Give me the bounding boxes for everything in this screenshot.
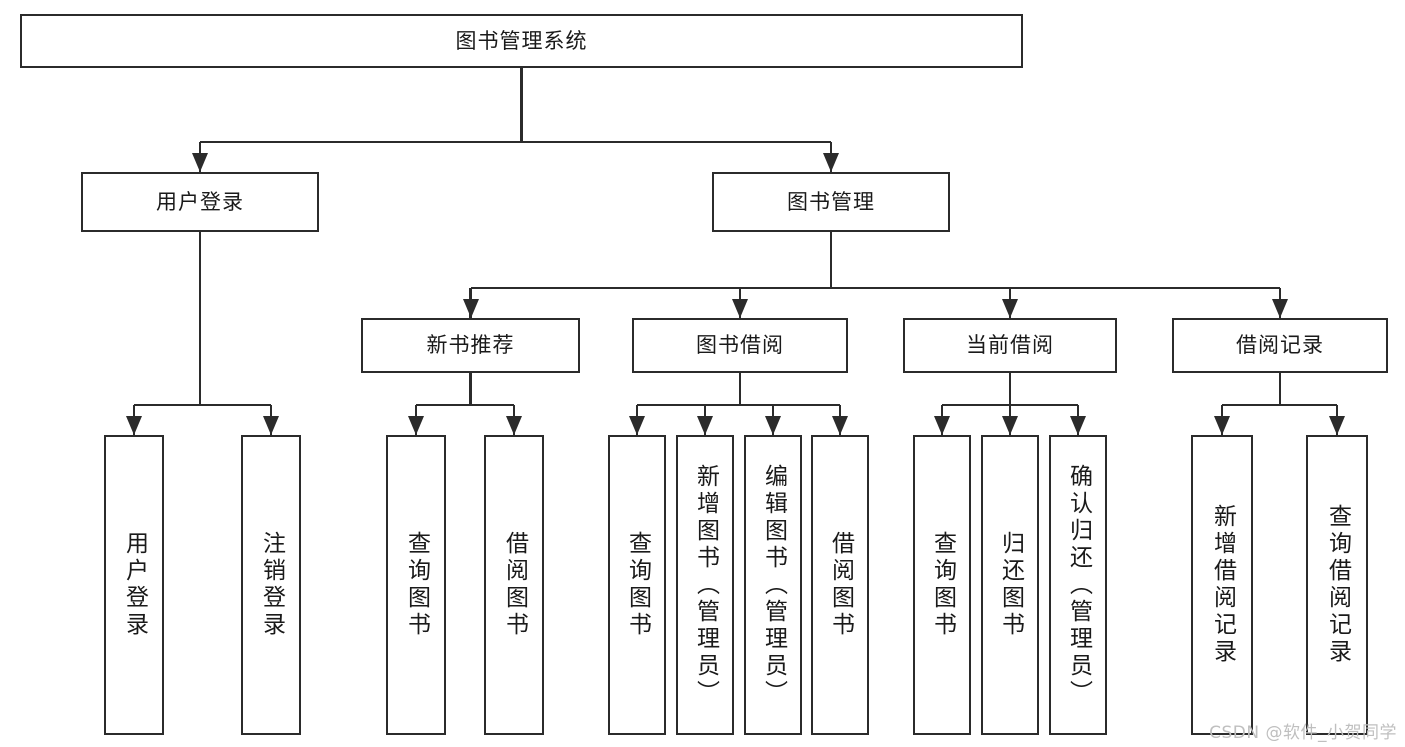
node-label-leaf-add-borrow-record: 新增借阅记录: [1209, 504, 1236, 666]
node-label-current-borrow: 当前借阅: [966, 333, 1054, 358]
node-leaf-query-borrow-record: 查询借阅记录: [1306, 435, 1368, 735]
arrow-head-icon-current-borrow: [1002, 299, 1018, 318]
arrow-head-icon-book-borrow: [732, 299, 748, 318]
csdn-watermark: CSDN @软件_小贺同学: [1209, 723, 1397, 743]
node-label-leaf-edit-book: 编辑图书（管理员）: [760, 463, 787, 707]
node-label-leaf-query-borrow-record: 查询借阅记录: [1324, 504, 1351, 666]
node-label-user-login: 用户登录: [156, 189, 244, 214]
connector-stem-current-borrow: [1008, 373, 1012, 405]
arrow-head-icon-leaf-add-book: [697, 416, 713, 435]
arrow-head-icon-leaf-query-book-3: [934, 416, 950, 435]
connector-bus-new-book-recommend: [416, 403, 514, 407]
connector-bus-user-login: [134, 403, 271, 407]
node-label-new-book-recommend: 新书推荐: [426, 333, 515, 358]
connector-stem-book-management: [829, 232, 833, 288]
arrow-head-icon-leaf-add-borrow-record: [1214, 416, 1230, 435]
node-label-leaf-borrow-book-1: 借阅图书: [501, 531, 528, 639]
node-leaf-add-borrow-record: 新增借阅记录: [1191, 435, 1253, 735]
arrow-head-icon-leaf-user-login: [126, 416, 142, 435]
arrow-head-icon-leaf-return-book: [1002, 416, 1018, 435]
connector-bus-book-management: [470, 286, 1280, 290]
arrow-head-icon-leaf-user-logout: [263, 416, 279, 435]
node-leaf-query-book-1: 查询图书: [386, 435, 446, 735]
connector-stem-new-book-recommend: [469, 373, 472, 405]
node-leaf-query-book-3: 查询图书: [913, 435, 971, 735]
arrow-head-icon-leaf-query-book-2: [629, 416, 645, 435]
node-label-book-management: 图书管理: [787, 189, 875, 214]
arrow-head-icon-leaf-borrow-book-1: [506, 416, 522, 435]
arrow-head-icon-new-book-recommend: [462, 299, 479, 318]
connector-stem-borrow-record: [1278, 373, 1282, 405]
connector-stem-root: [520, 68, 523, 142]
node-label-leaf-add-book: 新增图书（管理员）: [692, 463, 719, 707]
node-label-leaf-borrow-book-2: 借阅图书: [827, 531, 854, 639]
node-user-login: 用户登录: [81, 172, 319, 232]
connector-stem-user-login: [198, 232, 202, 405]
node-leaf-borrow-book-2: 借阅图书: [811, 435, 869, 735]
node-label-leaf-user-logout: 注销登录: [258, 531, 285, 639]
node-label-book-borrow: 图书借阅: [696, 333, 784, 358]
node-book-borrow: 图书借阅: [632, 318, 848, 373]
arrow-head-icon-user-login: [192, 153, 208, 172]
arrow-head-icon-leaf-edit-book: [765, 416, 781, 435]
node-leaf-borrow-book-1: 借阅图书: [484, 435, 544, 735]
arrow-head-icon-leaf-borrow-book-2: [832, 416, 848, 435]
node-root: 图书管理系统: [20, 14, 1023, 68]
node-label-borrow-record: 借阅记录: [1236, 333, 1324, 358]
arrow-head-icon-book-management: [823, 153, 839, 172]
arrow-head-icon-leaf-query-book-1: [408, 416, 424, 435]
node-current-borrow: 当前借阅: [903, 318, 1117, 373]
node-label-leaf-user-login: 用户登录: [121, 531, 148, 639]
node-label-leaf-query-book-2: 查询图书: [624, 531, 651, 639]
node-leaf-user-logout: 注销登录: [241, 435, 301, 735]
connector-bus-borrow-record: [1222, 403, 1337, 407]
node-label-leaf-return-book: 归还图书: [997, 531, 1024, 639]
node-label-leaf-query-book-3: 查询图书: [929, 531, 956, 639]
node-label-root: 图书管理系统: [455, 28, 588, 53]
connector-bus-book-borrow: [637, 403, 840, 407]
node-leaf-query-book-2: 查询图书: [608, 435, 666, 735]
node-leaf-confirm-return: 确认归还（管理员）: [1049, 435, 1107, 735]
node-borrow-record: 借阅记录: [1172, 318, 1388, 373]
node-new-book-recommend: 新书推荐: [361, 318, 580, 373]
node-leaf-add-book: 新增图书（管理员）: [676, 435, 734, 735]
node-leaf-edit-book: 编辑图书（管理员）: [744, 435, 802, 735]
arrow-head-icon-borrow-record: [1272, 299, 1288, 318]
node-book-management: 图书管理: [712, 172, 950, 232]
node-label-leaf-confirm-return: 确认归还（管理员）: [1065, 463, 1092, 707]
connector-stem-book-borrow: [738, 373, 742, 405]
arrow-head-icon-leaf-query-borrow-record: [1329, 416, 1345, 435]
node-leaf-return-book: 归还图书: [981, 435, 1039, 735]
arrow-head-icon-leaf-confirm-return: [1070, 416, 1086, 435]
connector-bus-root: [200, 140, 831, 144]
node-label-leaf-query-book-1: 查询图书: [403, 531, 430, 639]
node-leaf-user-login: 用户登录: [104, 435, 164, 735]
